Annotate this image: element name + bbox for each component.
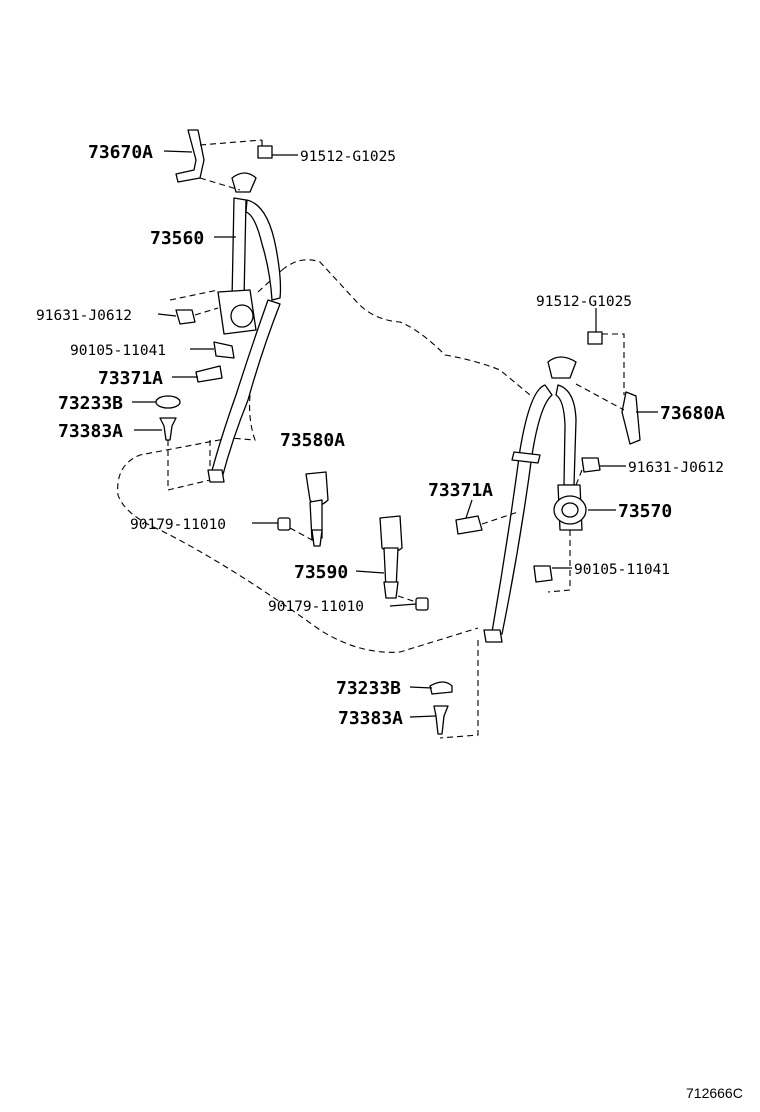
diagram-reference-code: 712666C: [686, 1085, 743, 1101]
label-73570: 73570: [618, 501, 672, 522]
label-91631-left: 91631-J0612: [36, 308, 132, 324]
label-91512-top: 91512-G1025: [300, 149, 396, 165]
bolt-top-left: [257, 140, 273, 159]
leader-lines: [132, 150, 658, 718]
label-73560: 73560: [150, 228, 204, 249]
label-73233B-left: 73233B: [58, 393, 123, 414]
small-parts-right: [533, 331, 641, 583]
small-parts-left: [155, 289, 235, 441]
left-seat-belt-assembly: [207, 172, 282, 483]
label-73580A: 73580A: [280, 430, 345, 451]
label-73383A-left: 73383A: [58, 421, 123, 442]
label-73590: 73590: [294, 562, 348, 583]
label-73680A: 73680A: [660, 403, 725, 424]
label-90179-b: 90179-11010: [268, 599, 364, 615]
anchor-cover-mid: [455, 511, 519, 535]
upper-anchor-bracket-left: [175, 129, 263, 191]
label-90105-right: 90105-11041: [574, 562, 670, 578]
rear-seat-outline: [117, 259, 531, 739]
small-parts-bottom: [429, 681, 453, 735]
label-73371A-left: 73371A: [98, 368, 163, 389]
label-73371A-mid: 73371A: [428, 480, 493, 501]
label-73383A-bottom: 73383A: [338, 708, 403, 729]
label-90179-a: 90179-11010: [130, 517, 226, 533]
buckle-73580A: [305, 471, 329, 547]
buckle-73590: [379, 515, 403, 599]
label-91631-right: 91631-J0612: [628, 460, 724, 476]
nuts-90179: [277, 517, 429, 611]
label-90105-left: 90105-11041: [70, 343, 166, 359]
label-73670A: 73670A: [88, 142, 153, 163]
label-73233B-bottom: 73233B: [336, 678, 401, 699]
right-seat-belt-assembly: [483, 356, 587, 643]
label-91512-right: 91512-G1025: [536, 294, 632, 310]
